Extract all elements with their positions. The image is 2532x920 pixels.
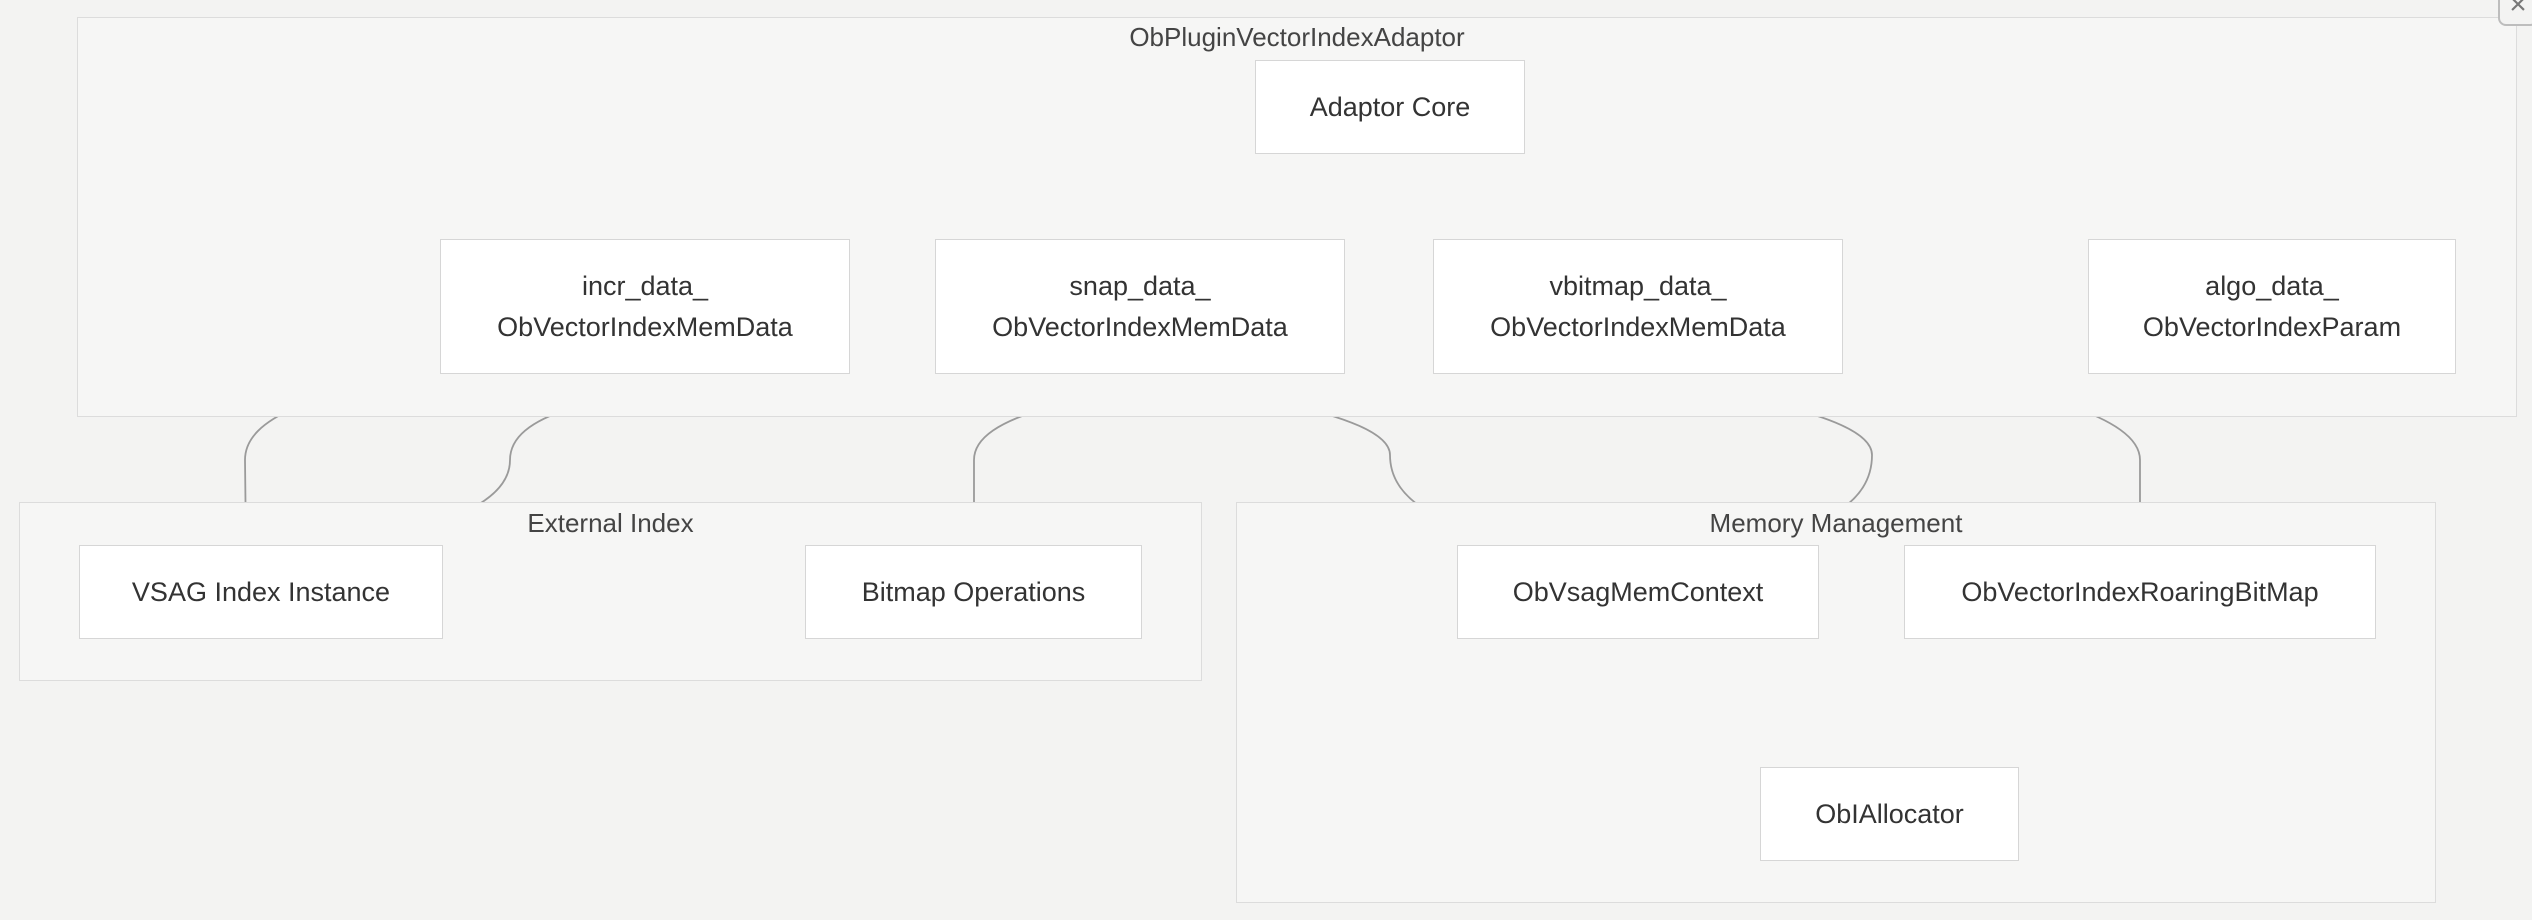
node-roaring-bitmap[interactable]: ObVectorIndexRoaringBitMap — [1904, 545, 2376, 639]
node-algo-data-line2: ObVectorIndexParam — [2142, 311, 2402, 342]
node-algo-data-line1: algo_data_ — [2205, 270, 2339, 301]
node-vbitmap-data[interactable]: vbitmap_data_ ObVectorIndexMemData — [1433, 239, 1843, 374]
node-roaring-bitmap-label: ObVectorIndexRoaringBitMap — [1961, 576, 2319, 607]
node-bitmap-operations-label: Bitmap Operations — [861, 576, 1086, 607]
node-iallocator-label: ObIAllocator — [1815, 798, 1964, 829]
cluster-external-index-label: External Index — [527, 508, 694, 538]
node-vsag-index-instance[interactable]: VSAG Index Instance — [79, 545, 443, 639]
node-incr-data-line2: ObVectorIndexMemData — [497, 311, 793, 342]
node-vsag-mem-context[interactable]: ObVsagMemContext — [1457, 545, 1819, 639]
cluster-memory-management-label: Memory Management — [1709, 508, 1963, 538]
node-iallocator[interactable]: ObIAllocator — [1760, 767, 2019, 861]
node-vbitmap-data-line2: ObVectorIndexMemData — [1490, 311, 1786, 342]
node-snap-data-line2: ObVectorIndexMemData — [992, 311, 1288, 342]
node-incr-data[interactable]: incr_data_ ObVectorIndexMemData — [440, 239, 850, 374]
node-adaptor-core-label: Adaptor Core — [1309, 91, 1471, 122]
close-icon[interactable]: × — [2498, 0, 2532, 26]
node-vsag-mem-context-label: ObVsagMemContext — [1512, 576, 1764, 607]
node-vsag-index-instance-label: VSAG Index Instance — [131, 576, 391, 607]
node-algo-data[interactable]: algo_data_ ObVectorIndexParam — [2088, 239, 2456, 374]
node-vbitmap-data-line1: vbitmap_data_ — [1549, 270, 1727, 301]
node-snap-data-line1: snap_data_ — [1069, 270, 1211, 301]
node-bitmap-operations[interactable]: Bitmap Operations — [805, 545, 1142, 639]
node-incr-data-line1: incr_data_ — [581, 270, 709, 301]
node-snap-data[interactable]: snap_data_ ObVectorIndexMemData — [935, 239, 1345, 374]
cluster-adaptor-label: ObPluginVectorIndexAdaptor — [1129, 22, 1465, 52]
node-adaptor-core[interactable]: Adaptor Core — [1255, 60, 1525, 154]
